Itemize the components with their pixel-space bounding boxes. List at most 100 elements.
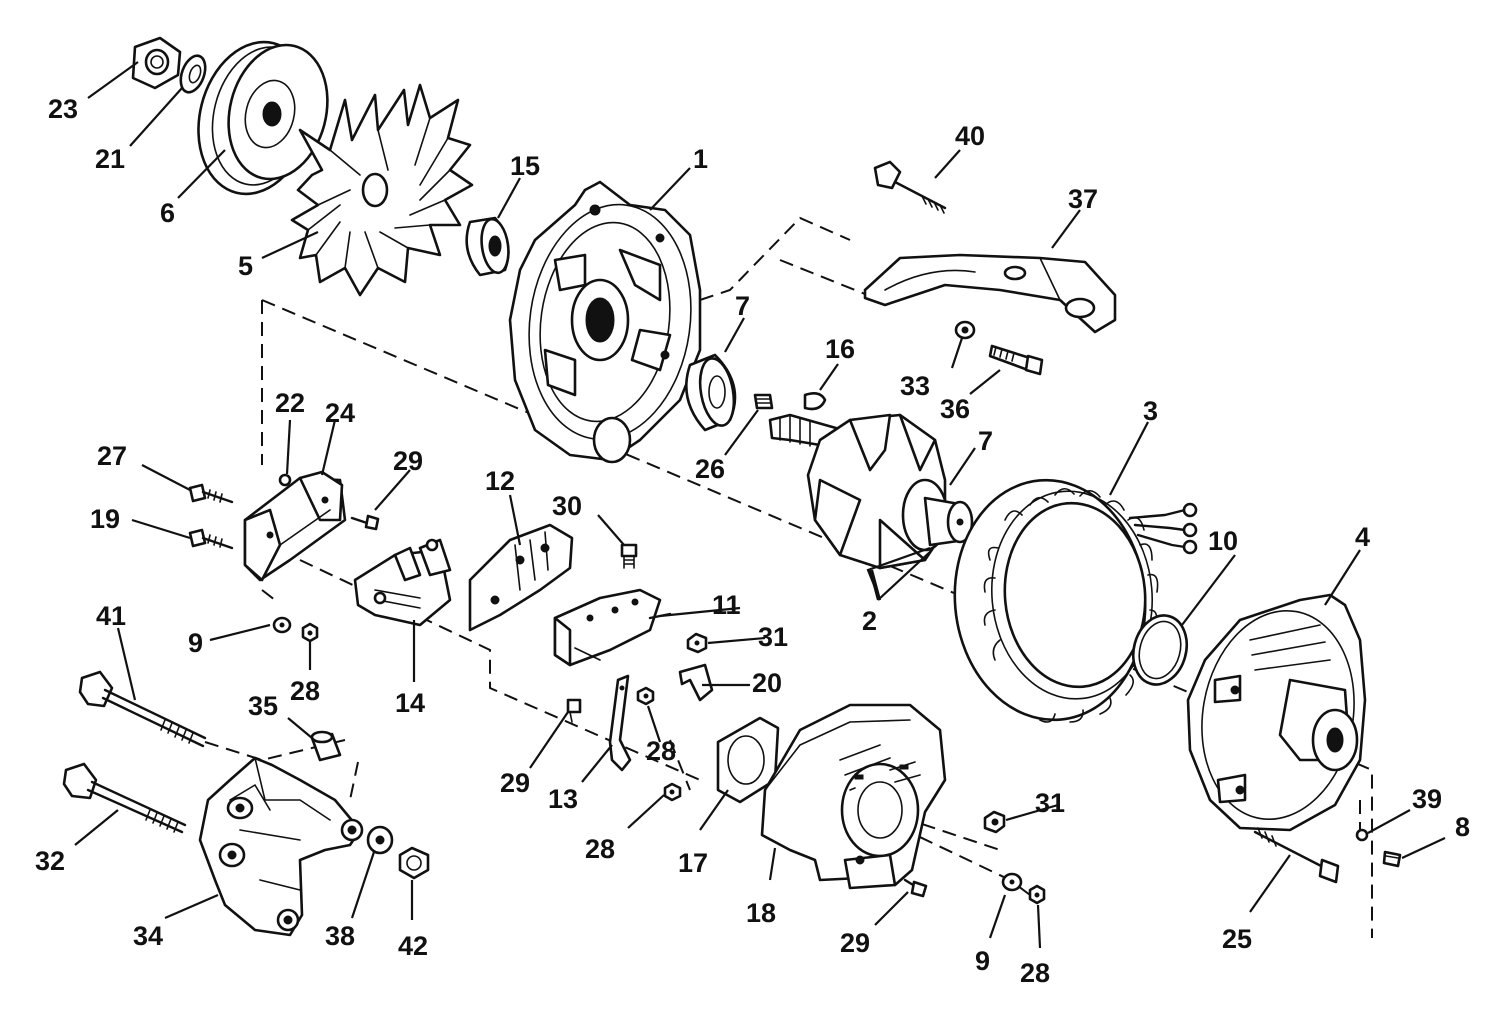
callout-22: 22 [275,388,305,418]
callout-29-lower: 29 [840,928,870,958]
screw-26 [753,393,774,410]
regulator-24 [243,470,347,582]
callout-30: 30 [552,491,582,521]
washer-9-left [272,616,292,634]
callout-28-left: 28 [290,676,320,706]
brush-holder-14 [353,538,452,627]
clip-20 [678,663,714,702]
nut-31-upper [686,632,708,654]
callout-6: 6 [160,198,175,228]
callout-41: 41 [96,601,126,631]
callout-14: 14 [395,688,425,718]
bearing-7-upper [685,353,737,432]
callout-38: 38 [325,921,355,951]
callout-15: 15 [510,151,540,181]
screw-19 [188,528,234,550]
nut-28-right [1028,884,1046,905]
callout-9-right: 9 [975,946,990,976]
washer-33 [954,320,976,340]
washer-22 [278,473,292,487]
callout-34: 34 [133,921,163,951]
callout-4: 4 [1355,522,1370,552]
spacer-15 [465,216,510,277]
mounting-bracket-34 [198,756,364,937]
washer-21 [179,54,207,94]
screw-30 [620,543,638,569]
pulley-6 [197,40,329,196]
callout-17: 17 [678,848,708,878]
callout-11: 11 [712,590,741,620]
callout-labels: 23 21 6 5 15 1 40 37 7 16 33 36 3 22 24 … [35,94,1470,988]
callout-12: 12 [485,466,515,496]
callout-3: 3 [1143,396,1158,426]
callout-37: 37 [1068,184,1098,214]
callout-29-middle: 29 [500,768,530,798]
callout-8: 8 [1455,812,1470,842]
callout-28-lower: 28 [585,834,615,864]
drive-end-housing-1 [508,180,702,464]
bolt-36 [988,344,1044,376]
callout-21: 21 [95,144,125,174]
callout-35: 35 [248,691,278,721]
callout-23: 23 [48,94,78,124]
callout-36: 36 [940,394,970,424]
bolt-32 [62,762,187,834]
heat-sink-12 [468,523,574,632]
slip-ring-end-housing-4 [1186,593,1367,832]
callout-7-upper: 7 [735,291,750,321]
callout-19: 19 [90,504,120,534]
washer-38 [366,825,394,855]
nut-28-middle [636,686,655,706]
washer-39 [1355,828,1369,842]
callout-32: 32 [35,846,65,876]
callout-20: 20 [752,668,782,698]
o-ring-10 [1132,614,1188,686]
nut-28-lower [663,782,682,802]
bolt-41 [78,670,207,748]
screw-29-lower [903,878,928,898]
callout-28-right: 28 [1020,958,1050,988]
callout-18: 18 [746,898,776,928]
callout-26: 26 [695,454,725,484]
callout-25: 25 [1222,924,1252,954]
callout-9-left: 9 [188,628,203,658]
strap-13 [608,674,632,772]
callout-31-lower: 31 [1035,788,1065,818]
callout-27: 27 [97,441,127,471]
nut-23 [131,36,182,90]
screw-29-middle [566,698,582,723]
nut-31-lower [983,810,1006,834]
callout-31-upper: 31 [758,622,788,652]
nut-28-left [301,622,319,643]
callout-42: 42 [398,931,428,961]
rotor-2 [768,413,974,570]
callout-28-middle: 28 [646,736,676,766]
stator-3 [953,478,1198,723]
callout-39: 39 [1412,784,1442,814]
callout-7-lower: 7 [978,426,993,456]
callout-40: 40 [955,121,985,151]
washer-9-right [1001,872,1023,892]
screw-27 [188,483,234,504]
bolt-40 [873,160,947,214]
callout-16: 16 [825,334,855,364]
callout-13: 13 [548,784,578,814]
through-bolt-25 [1253,827,1340,884]
leader-lines [74,61,1446,949]
callout-2: 2 [862,606,877,636]
adjusting-bracket-37 [863,253,1117,334]
callout-5: 5 [238,251,253,281]
callout-1: 1 [693,144,708,174]
callout-24: 24 [325,398,355,428]
nut-42 [398,846,430,880]
fan-5 [290,83,474,297]
rectifier-11 [553,588,672,667]
screw-8 [1382,850,1402,868]
callout-10: 10 [1208,526,1238,556]
screw-29-upper [350,514,380,531]
woodruff-key-16 [803,392,827,411]
end-cover-18 [760,703,947,890]
callout-29-upper: 29 [393,446,423,476]
